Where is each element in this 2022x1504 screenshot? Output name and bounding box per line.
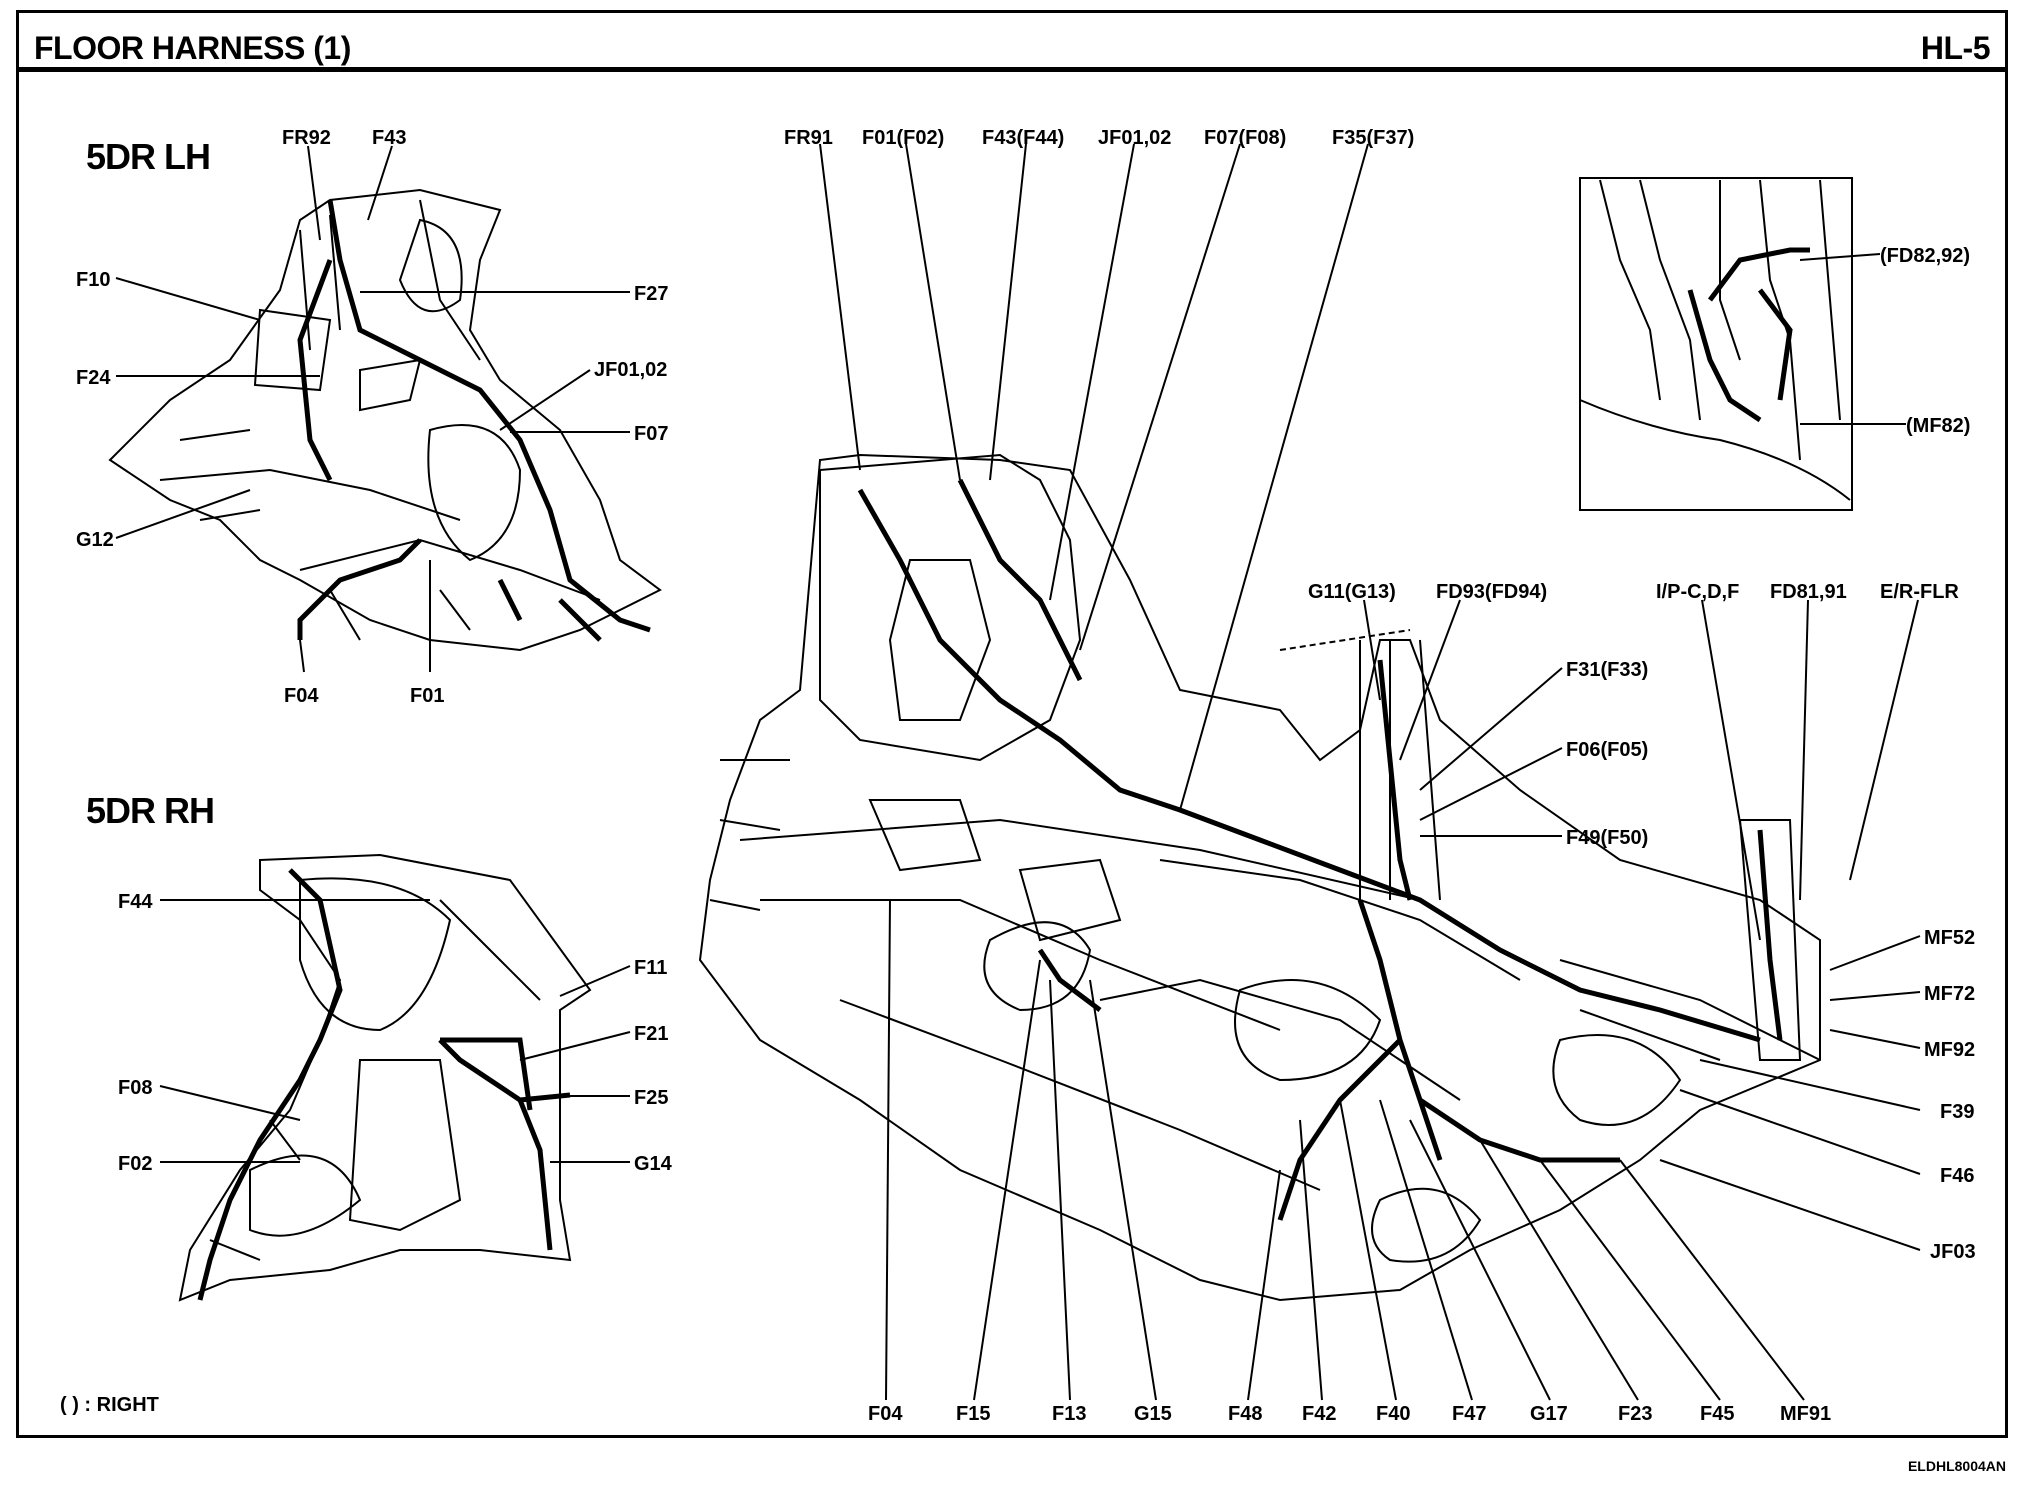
inset-frame [1579, 177, 1853, 511]
title-bar: FLOOR HARNESS (1) HL-5 [16, 10, 2008, 72]
label-f31-f33: F31(F33) [1566, 659, 1648, 681]
label-g17: G17 [1530, 1403, 1568, 1425]
label-f07: F07 [634, 423, 668, 445]
label-g11-g13: G11(G13) [1308, 581, 1396, 603]
label-f15: F15 [956, 1403, 990, 1425]
label-ip-cdf: I/P-C,D,F [1656, 581, 1739, 603]
label-g15: G15 [1134, 1403, 1172, 1425]
label-jf01-02: JF01,02 [594, 359, 667, 381]
label-fd81-91: FD81,91 [1770, 581, 1847, 603]
lh-body-sketch [108, 188, 662, 652]
main-top-labels: FR91 F01(F02) F43(F44) JF01,02 F07(F08) … [784, 127, 1414, 149]
label-f21: F21 [634, 1023, 668, 1045]
rh-harness [197, 868, 571, 1301]
rh-body-sketch [178, 853, 592, 1302]
label-jf03: JF03 [1930, 1241, 1976, 1263]
section-title-5dr-lh: 5DR LH [86, 136, 211, 177]
label-fd82-92: (FD82,92) [1880, 245, 1970, 267]
label-fd93-fd94: FD93(FD94) [1436, 581, 1547, 603]
label-f46: F46 [1940, 1165, 1974, 1187]
page-title: FLOOR HARNESS (1) [34, 30, 351, 66]
main-right-labels: MF52 MF72 MF92 F39 F46 JF03 [1924, 927, 1976, 1263]
label-f23: F23 [1618, 1403, 1652, 1425]
label-f04-main: F04 [868, 1403, 903, 1425]
label-f44: F44 [118, 891, 153, 913]
label-f24: F24 [76, 367, 111, 389]
label-f25: F25 [634, 1087, 668, 1109]
label-f10: F10 [76, 269, 110, 291]
label-f08: F08 [118, 1077, 152, 1099]
label-mf52: MF52 [1924, 927, 1975, 949]
inset-harness [1687, 247, 1810, 423]
label-f35-f37: F35(F37) [1332, 127, 1414, 149]
lh-harness [297, 199, 651, 642]
label-f47: F47 [1452, 1403, 1486, 1425]
label-mf92: MF92 [1924, 1039, 1975, 1061]
diagram-frame [16, 10, 2008, 1438]
label-g12: G12 [76, 529, 114, 551]
label-g14: G14 [634, 1153, 673, 1175]
label-er-flr: E/R-FLR [1880, 581, 1959, 603]
leader-lines [115, 143, 1921, 1401]
label-f01-f02: F01(F02) [862, 127, 944, 149]
label-f45: F45 [1700, 1403, 1734, 1425]
main-mid-labels: G11(G13) FD93(FD94) I/P-C,D,F FD81,91 E/… [1308, 581, 1959, 849]
label-mf72: MF72 [1924, 983, 1975, 1005]
section-title-5dr-rh: 5DR RH [86, 790, 215, 831]
label-f49-f50: F49(F50) [1566, 827, 1648, 849]
label-f40: F40 [1376, 1403, 1410, 1425]
label-fr91: FR91 [784, 127, 833, 149]
label-mf82: (MF82) [1906, 415, 1970, 437]
label-f11: F11 [634, 957, 667, 979]
label-f39: F39 [1940, 1101, 1974, 1123]
label-f01-lh: F01 [410, 685, 444, 707]
rh-labels: F44 F11 F21 F08 F25 F02 G14 [118, 891, 673, 1175]
inset-sketch [1579, 179, 1851, 501]
label-f04-lh: F04 [284, 685, 319, 707]
label-f02: F02 [118, 1153, 152, 1175]
page-number: HL-5 [1920, 30, 1991, 66]
label-f43-f44: F43(F44) [982, 127, 1064, 149]
label-jf01-02-main: JF01,02 [1098, 127, 1171, 149]
label-f27: F27 [634, 283, 668, 305]
drawing-code: ELDHL8004AN [1907, 1458, 2006, 1474]
legend-note: ( ) : RIGHT [60, 1394, 159, 1416]
main-harness [857, 478, 1783, 1221]
label-f43: F43 [372, 127, 406, 149]
label-mf91: MF91 [1780, 1403, 1831, 1425]
label-f13: F13 [1052, 1403, 1086, 1425]
main-body-sketch [698, 453, 1821, 1302]
label-fr92: FR92 [282, 127, 331, 149]
label-f42: F42 [1302, 1403, 1336, 1425]
main-bottom-labels: F04 F15 F13 G15 F48 F42 F40 F47 G17 F23 … [868, 1403, 1831, 1425]
lh-labels: FR92 F43 F10 F27 F24 JF01,02 F07 G12 F04… [76, 127, 668, 707]
label-f48: F48 [1228, 1403, 1262, 1425]
label-f07-f08: F07(F08) [1204, 127, 1286, 149]
inset-labels: (FD82,92) (MF82) [1880, 245, 1970, 437]
label-f06-f05: F06(F05) [1566, 739, 1648, 761]
